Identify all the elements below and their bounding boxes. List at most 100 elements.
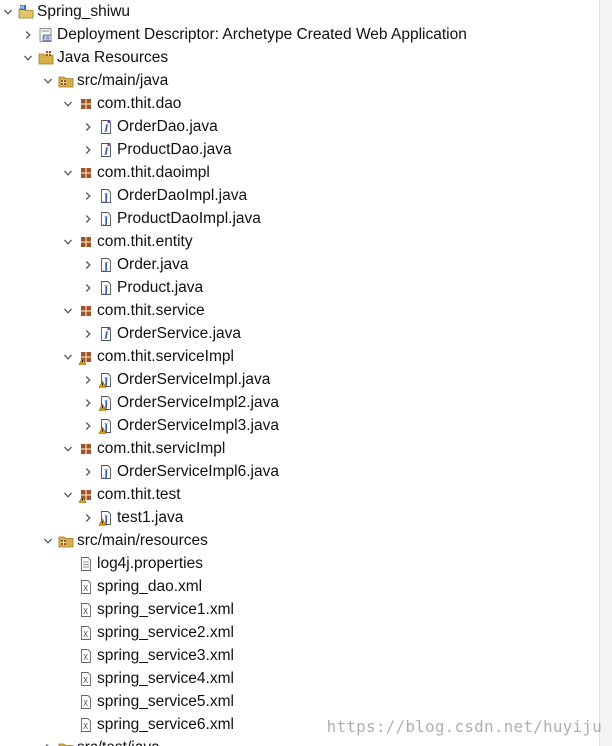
tree-item[interactable]: src/main/resources xyxy=(0,529,612,552)
collapsed-chevron-icon[interactable] xyxy=(82,512,94,524)
collapsed-chevron-icon[interactable] xyxy=(82,466,94,478)
tree-item[interactable]: com.thit.daoimpl xyxy=(0,161,612,184)
expanded-chevron-icon[interactable] xyxy=(62,305,74,317)
svg-text:J: J xyxy=(103,193,108,203)
collapsed-chevron-icon[interactable] xyxy=(82,190,94,202)
tree-item-label: com.thit.serviceImpl xyxy=(97,348,234,365)
expanded-chevron-icon[interactable] xyxy=(62,443,74,455)
deployment-descriptor-icon: 2.3 xyxy=(38,27,54,43)
tree-item-label: src/test/java xyxy=(77,736,160,746)
tree-item-label: spring_service3.xml xyxy=(97,647,234,664)
tree-item[interactable]: com.thit.servicImpl xyxy=(0,437,612,460)
tree-item-label: src/main/resources xyxy=(77,532,208,549)
collapsed-chevron-icon[interactable] xyxy=(82,121,94,133)
tree-item[interactable]: com.thit.service xyxy=(0,299,612,322)
svg-text:J: J xyxy=(103,515,108,525)
collapsed-chevron-icon[interactable] xyxy=(82,397,94,409)
tree-item[interactable]: com.thit.test xyxy=(0,483,612,506)
collapsed-chevron-icon[interactable] xyxy=(82,282,94,294)
tree-item[interactable]: src/test/java xyxy=(0,736,612,746)
svg-text:I: I xyxy=(103,147,109,157)
tree-item-label: spring_service1.xml xyxy=(97,601,234,618)
collapsed-chevron-icon[interactable] xyxy=(82,328,94,340)
svg-text:X: X xyxy=(83,607,88,616)
tree-item[interactable]: com.thit.dao xyxy=(0,92,612,115)
tree-item-label: Deployment Descriptor: Archetype Created… xyxy=(57,26,467,43)
svg-text:M: M xyxy=(20,5,24,11)
java-resources-icon xyxy=(38,50,54,66)
tree-item[interactable]: Java Resources xyxy=(0,46,612,69)
expanded-chevron-icon[interactable] xyxy=(62,98,74,110)
package-warning-icon xyxy=(78,349,94,365)
xml-file-icon: X xyxy=(78,671,94,687)
vertical-scrollbar[interactable] xyxy=(599,0,612,746)
expanded-chevron-icon[interactable] xyxy=(2,6,14,18)
tree-item-label: com.thit.dao xyxy=(97,95,182,112)
tree-item[interactable]: J OrderDaoImpl.java xyxy=(0,184,612,207)
tree-item[interactable]: log4j.properties xyxy=(0,552,612,575)
tree-item-label: OrderServiceImpl2.java xyxy=(117,394,279,411)
java-file-icon: J xyxy=(98,464,114,480)
svg-text:I: I xyxy=(103,124,109,134)
chevron-spacer xyxy=(62,604,74,616)
tree-item-label: com.thit.daoimpl xyxy=(97,164,210,181)
chevron-spacer xyxy=(62,581,74,593)
svg-text:J: J xyxy=(103,285,108,295)
tree-item[interactable]: M Spring_shiwu xyxy=(0,0,602,23)
collapsed-chevron-icon[interactable] xyxy=(82,213,94,225)
tree-item-label: OrderDaoImpl.java xyxy=(117,187,248,204)
expanded-chevron-icon[interactable] xyxy=(42,535,54,547)
expanded-chevron-icon[interactable] xyxy=(22,52,34,64)
tree-item-label: ProductDao.java xyxy=(117,141,232,158)
expanded-chevron-icon[interactable] xyxy=(62,351,74,363)
expanded-chevron-icon[interactable] xyxy=(42,75,54,87)
svg-text:X: X xyxy=(83,722,88,731)
java-file-warning-icon: J xyxy=(98,510,114,526)
collapsed-chevron-icon[interactable] xyxy=(42,742,54,746)
collapsed-chevron-icon[interactable] xyxy=(82,259,94,271)
svg-text:J: J xyxy=(103,262,108,272)
collapsed-chevron-icon[interactable] xyxy=(82,374,94,386)
expanded-chevron-icon[interactable] xyxy=(62,489,74,501)
tree-item[interactable]: src/main/java xyxy=(0,69,612,92)
xml-file-icon: X xyxy=(78,717,94,733)
expanded-chevron-icon[interactable] xyxy=(62,236,74,248)
tree-item-label: Spring_shiwu xyxy=(37,3,131,20)
tree-item[interactable]: com.thit.entity xyxy=(0,230,612,253)
collapsed-chevron-icon[interactable] xyxy=(22,29,34,41)
collapsed-chevron-icon[interactable] xyxy=(82,144,94,156)
tree-item-label: OrderServiceImpl6.java xyxy=(117,463,279,480)
web-project-icon: M xyxy=(18,4,34,20)
collapsed-chevron-icon[interactable] xyxy=(82,420,94,432)
java-file-warning-icon: J xyxy=(98,395,114,411)
chevron-spacer xyxy=(62,650,74,662)
tree-item-label: com.thit.servicImpl xyxy=(97,440,226,457)
xml-file-icon: X xyxy=(78,694,94,710)
package-icon xyxy=(78,303,94,319)
svg-text:X: X xyxy=(83,676,88,685)
tree-item[interactable]: I ProductDao.java xyxy=(0,138,612,161)
svg-text:J: J xyxy=(103,423,108,433)
tree-item-label: ProductDaoImpl.java xyxy=(117,210,261,227)
expanded-chevron-icon[interactable] xyxy=(62,167,74,179)
tree-item[interactable]: com.thit.serviceImpl xyxy=(0,345,612,368)
tree-item-label: OrderServiceImpl.java xyxy=(117,371,271,388)
